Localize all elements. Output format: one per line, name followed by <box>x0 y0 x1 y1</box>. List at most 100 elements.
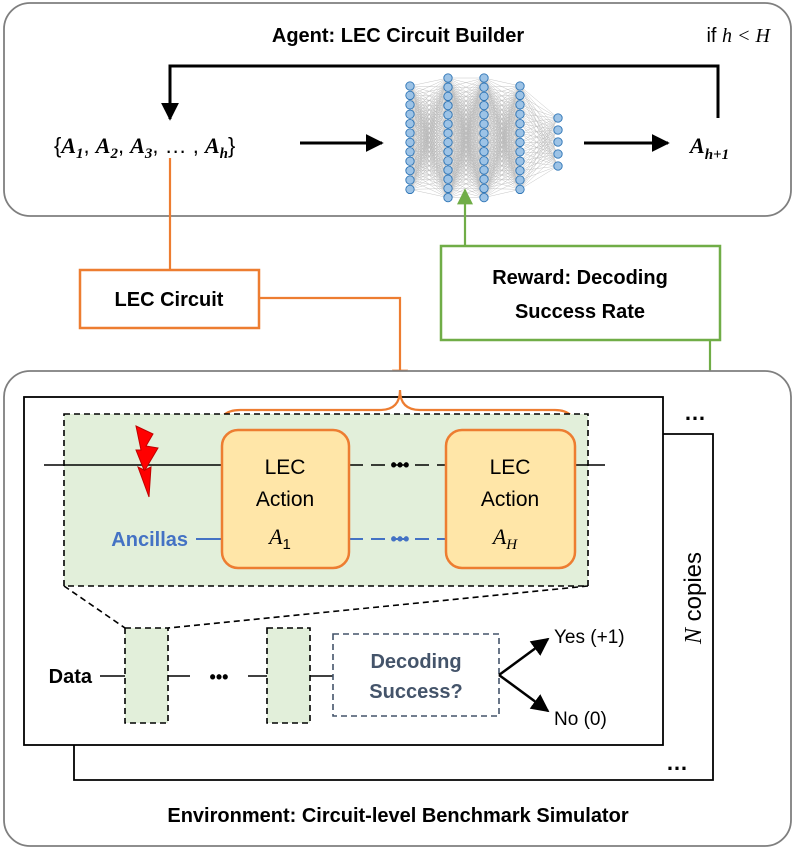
network-edge <box>447 96 485 198</box>
network-edge <box>519 129 559 171</box>
network-edge <box>447 169 485 198</box>
network-node <box>515 109 525 119</box>
network-edge <box>519 85 559 143</box>
network-edge <box>519 129 559 181</box>
error-lightning-icon <box>135 425 159 498</box>
network-edge <box>409 77 449 190</box>
network-edge <box>519 117 559 124</box>
zoom-line-left <box>63 585 126 629</box>
network-edge <box>409 142 449 190</box>
action-history: {A1, A2, A3, … , Ah} <box>54 133 235 162</box>
network-edge <box>483 85 521 125</box>
network-edge <box>483 85 521 198</box>
network-node <box>553 113 563 123</box>
network-node <box>443 91 453 102</box>
network-edge <box>409 77 449 171</box>
network-edge <box>483 77 521 87</box>
reward-label-line2: Success Rate <box>515 301 645 323</box>
network-edge <box>447 77 485 189</box>
network-edge <box>519 129 559 152</box>
copies-ellipsis-top: … <box>684 400 706 425</box>
network-node <box>405 175 415 185</box>
network-edge <box>483 170 521 198</box>
network-edge <box>519 117 559 190</box>
lec-action-box-H: LEC Action AH <box>444 428 577 570</box>
network-edge <box>483 151 521 198</box>
lec-action-1-symbol: A1 <box>267 524 291 553</box>
network-edge <box>447 77 485 171</box>
network-edge <box>519 129 559 134</box>
network-edge <box>519 104 559 155</box>
network-node <box>443 146 453 157</box>
network-edge <box>519 141 559 152</box>
network-edge <box>447 77 485 198</box>
network-edge <box>447 77 485 106</box>
network-node <box>515 184 525 195</box>
network-node <box>515 90 525 101</box>
network-edge <box>409 133 449 190</box>
network-edge <box>447 77 485 97</box>
action-sequence-zoom: ••• Ancillas ••• LEC Action A1 LEC Actio… <box>44 413 605 587</box>
network-edge <box>519 141 559 171</box>
network-edge <box>519 114 559 155</box>
network-node <box>553 161 563 171</box>
network-edge <box>519 85 559 155</box>
network-edge <box>409 105 449 190</box>
network-node <box>515 118 525 129</box>
decoding-line2: Success? <box>369 681 462 703</box>
network-edge <box>519 95 559 155</box>
network-node <box>479 110 489 120</box>
network-edge <box>483 85 521 189</box>
network-node <box>443 137 453 148</box>
network-edge <box>447 77 485 143</box>
lec-actions-brace <box>216 389 578 433</box>
network-node <box>405 165 415 176</box>
network-edge <box>447 160 485 198</box>
lec-action-H-symbol: AH <box>491 524 518 553</box>
network-edge <box>519 117 559 143</box>
zoom-line-right <box>167 585 589 629</box>
network-edge <box>519 141 559 190</box>
network-edge <box>447 77 485 161</box>
network-edge <box>447 77 485 152</box>
reward-label-line1: Reward: Decoding <box>492 267 668 289</box>
network-edge <box>447 77 485 88</box>
network-edge <box>483 85 521 161</box>
network-edge <box>483 142 521 198</box>
network-edge <box>447 77 485 134</box>
copies-ellipsis-bottom: … <box>666 750 688 775</box>
network-node <box>405 156 415 166</box>
network-node <box>479 156 489 166</box>
network-node <box>443 100 453 111</box>
network-edge <box>519 117 559 181</box>
network-node <box>479 183 489 194</box>
network-edge <box>483 179 521 198</box>
lec-action-1-line1: LEC <box>265 456 306 479</box>
network-edge <box>447 105 485 198</box>
circuit-block-1 <box>124 627 169 724</box>
network-node <box>479 174 489 184</box>
network-edge <box>409 77 449 162</box>
network-edge <box>519 114 559 131</box>
network-node <box>405 109 415 119</box>
network-edge <box>447 77 485 180</box>
lec-circuit-label: LEC Circuit <box>115 289 224 311</box>
network-node <box>479 128 489 138</box>
network-edge <box>447 77 485 115</box>
network-node <box>405 147 415 157</box>
data-label: Data <box>49 666 93 688</box>
network-edge <box>409 77 449 143</box>
network-edge <box>483 85 521 143</box>
lec-circuit-flow: LEC Circuit <box>78 158 408 386</box>
network-edge <box>409 151 449 190</box>
network-edge <box>409 77 449 152</box>
network-node <box>479 165 489 175</box>
agent-panel: Agent: LEC Circuit Builder if h < H {A1,… <box>3 2 792 217</box>
network-node <box>405 137 415 148</box>
network-node <box>515 147 525 157</box>
network-node <box>405 100 415 110</box>
network-node <box>443 128 453 138</box>
network-node <box>405 90 415 101</box>
no-arrow <box>498 673 550 713</box>
network-node <box>443 156 453 166</box>
